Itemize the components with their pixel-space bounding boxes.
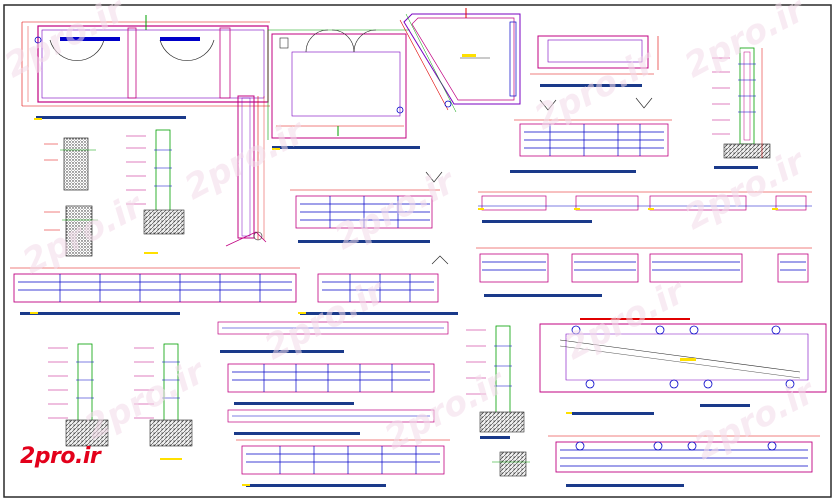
column-section-bottom-left-2	[134, 343, 193, 460]
railing-bottom-right	[548, 435, 820, 487]
column-section-right-top	[712, 47, 771, 169]
railing-elevation-1	[510, 97, 672, 173]
sheet-frame	[3, 4, 832, 498]
plan-top-left	[21, 15, 270, 247]
railing-perspective-right	[539, 318, 827, 415]
railing-small-row	[478, 191, 812, 223]
column-section-left-middle	[126, 129, 185, 254]
railing-elevation-3	[300, 255, 458, 315]
dimension-ticks	[30, 208, 778, 486]
railing-long-left	[10, 267, 300, 315]
detail-hatched-small	[44, 137, 98, 257]
site-logo: 2pro.ir	[20, 444, 101, 469]
railing-mid-stack	[217, 321, 450, 487]
plan-diagonal	[399, 8, 521, 113]
column-section-center-bottom	[466, 325, 530, 477]
railing-elevation-2	[290, 171, 443, 243]
section-top-right	[530, 35, 659, 87]
plan-top-middle	[267, 29, 420, 150]
column-section-bottom-left-1	[48, 343, 109, 447]
railing-four-panel	[476, 247, 812, 297]
